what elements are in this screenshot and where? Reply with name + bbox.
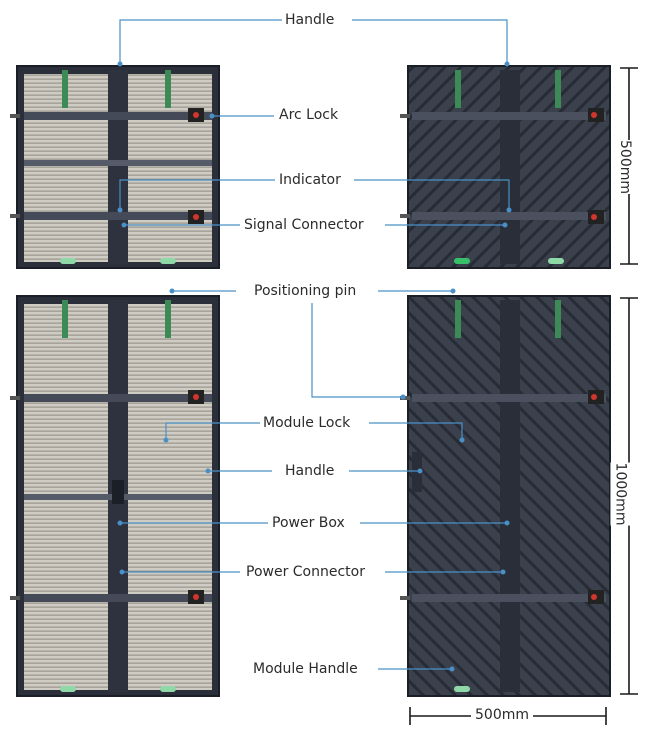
dim-small-height-label: 500mm: [615, 140, 635, 194]
label-power-box: Power Box: [269, 514, 348, 532]
panel-large-front: [10, 295, 220, 697]
leader-handle-top-left: [119, 19, 283, 64]
label-positioning-pin: Positioning pin: [251, 282, 360, 300]
label-handle-top: Handle: [282, 11, 338, 29]
label-module-lock: Module Lock: [260, 414, 354, 432]
label-signal-connector: Signal Connector: [241, 216, 367, 234]
label-indicator: Indicator: [276, 171, 344, 189]
panel-large-back: [400, 295, 611, 697]
label-handle-mid: Handle: [282, 462, 338, 480]
label-arc-lock: Arc Lock: [276, 106, 342, 124]
label-module-handle: Module Handle: [250, 660, 361, 678]
leader-lines: [119, 19, 510, 670]
leader-pin-down: [311, 303, 403, 398]
leader-module-lock-right: [369, 422, 463, 440]
leader-dots: [117, 61, 512, 672]
dim-large-height-label: 1000mm: [610, 462, 631, 526]
leader-handle-top-right: [352, 19, 508, 64]
panel-small-back: [400, 65, 611, 269]
dim-width-label: 500mm: [471, 707, 533, 723]
leader-indicator-right: [354, 179, 510, 210]
panel-small-front: [10, 65, 220, 269]
label-power-connector: Power Connector: [243, 563, 368, 581]
leader-indicator-left: [119, 179, 275, 210]
leader-module-lock-left: [165, 422, 262, 440]
